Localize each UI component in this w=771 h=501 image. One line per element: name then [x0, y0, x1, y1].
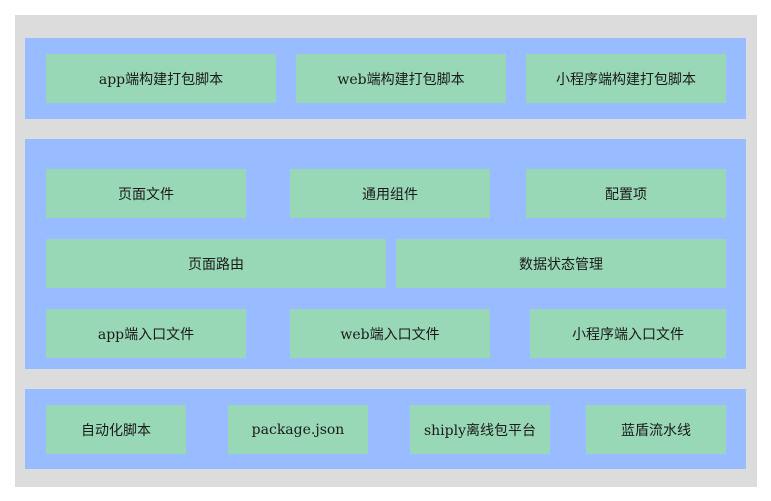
page-files-box: 页面文件 [46, 169, 246, 218]
package-json-box: package.json [228, 405, 368, 454]
web-entry-file-box: web端入口文件 [290, 309, 490, 358]
state-management-box: 数据状态管理 [396, 239, 726, 288]
config-items-box: 配置项 [526, 169, 726, 218]
page-routing-box: 页面路由 [46, 239, 386, 288]
app-build-script-box: app端构建打包脚本 [46, 54, 276, 103]
miniprogram-entry-file-box: 小程序端入口文件 [530, 309, 726, 358]
shiply-platform-box: shiply离线包平台 [410, 405, 550, 454]
common-components-box: 通用组件 [290, 169, 490, 218]
ci-pipeline-box: 蓝盾流水线 [586, 405, 726, 454]
miniprogram-build-script-box: 小程序端构建打包脚本 [526, 54, 726, 103]
app-entry-file-box: app端入口文件 [46, 309, 246, 358]
web-build-script-box: web端构建打包脚本 [296, 54, 506, 103]
automation-script-box: 自动化脚本 [46, 405, 186, 454]
